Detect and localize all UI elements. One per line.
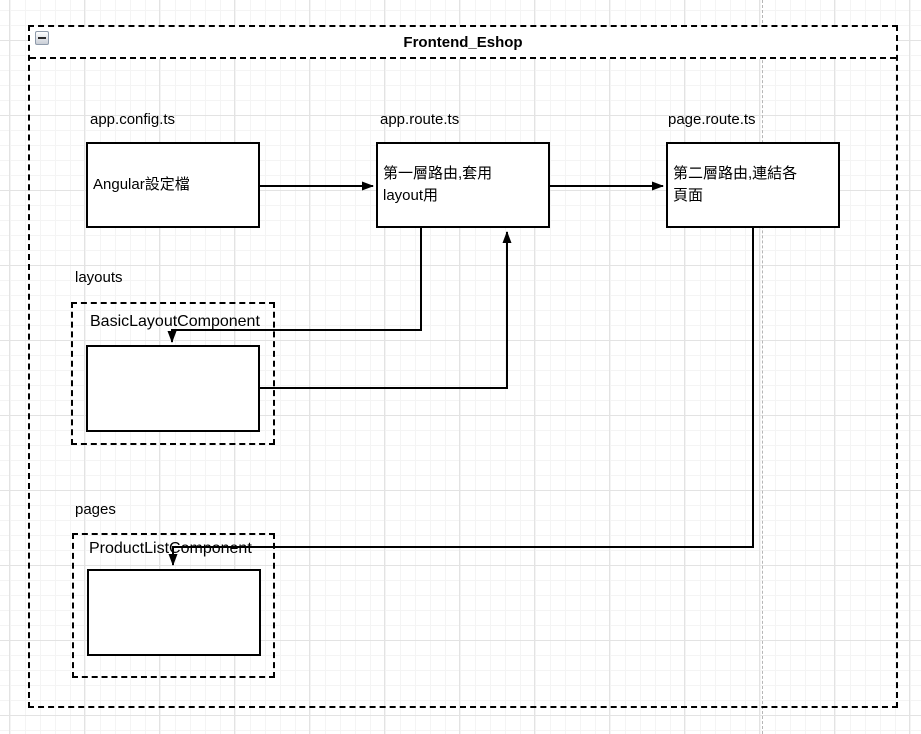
basic-layout-component-label[interactable]: BasicLayoutComponent [90, 313, 260, 330]
collapse-button[interactable] [35, 31, 49, 45]
product-list-component-label[interactable]: ProductListComponent [89, 540, 252, 557]
node-page-route-text-line1: 第二層路由,連結各 [673, 165, 798, 182]
label-page-route-ts[interactable]: page.route.ts [668, 111, 756, 128]
node-page-route-text-line2: 頁面 [673, 187, 704, 204]
frontend-eshop-container[interactable]: Frontend_Eshop [28, 25, 898, 708]
label-app-route-ts[interactable]: app.route.ts [380, 111, 460, 128]
group-pages[interactable]: ProductListComponent [72, 533, 275, 678]
node-app-route[interactable]: 第一層路由,套用 layout用 [376, 142, 550, 228]
container-title: Frontend_Eshop [403, 33, 523, 51]
node-product-list-component[interactable] [87, 569, 261, 656]
label-app-config-ts[interactable]: app.config.ts [90, 111, 176, 128]
node-page-route[interactable]: 第二層路由,連結各 頁面 [666, 142, 840, 228]
label-layouts-group[interactable]: layouts [75, 269, 123, 286]
node-basic-layout-component[interactable] [86, 345, 260, 432]
container-titlebar[interactable]: Frontend_Eshop [30, 27, 896, 59]
node-app-config[interactable]: Angular設定檔 [86, 142, 260, 228]
node-app-config-text: Angular設定檔 [93, 176, 190, 193]
node-app-route-text-line1: 第一層路由,套用 [383, 165, 493, 182]
group-layouts[interactable]: BasicLayoutComponent [71, 302, 275, 445]
node-app-route-text-line2: layout用 [383, 187, 439, 204]
page-boundary-guide [762, 0, 763, 734]
label-pages-group[interactable]: pages [75, 501, 116, 518]
minus-icon [38, 37, 46, 39]
